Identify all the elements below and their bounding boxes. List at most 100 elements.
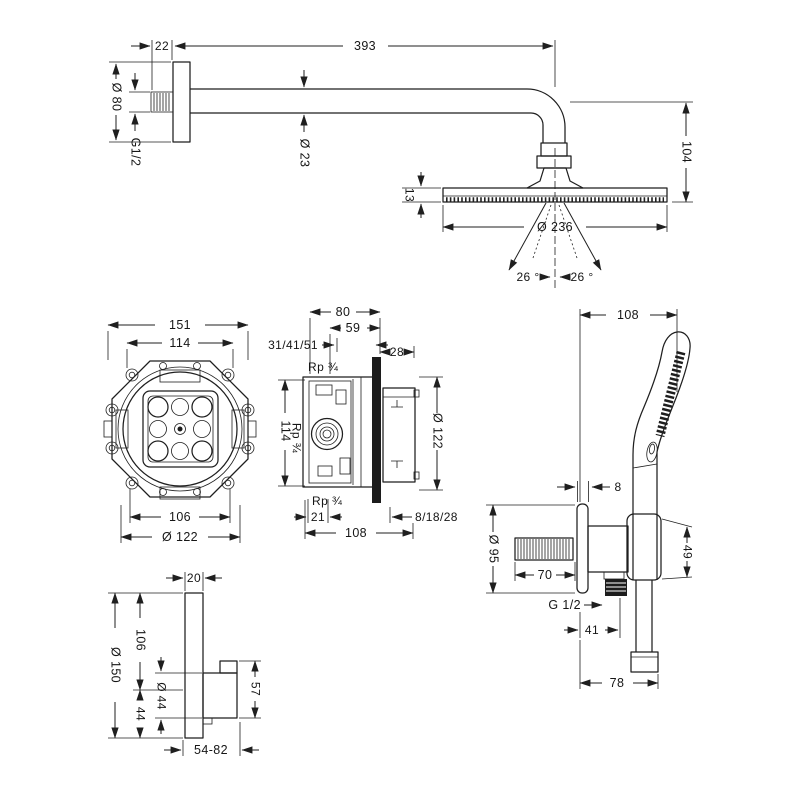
dim-spray-angle-left-label: 26 °	[516, 270, 539, 284]
bracket-wall-plate	[576, 503, 589, 594]
dim-trim-plate-diameter-label: Ø 150	[109, 647, 123, 683]
dim-arm-thread-label: G1/2	[129, 138, 143, 167]
dim-spray-angles: 26 ° 26 °	[516, 270, 593, 284]
view-ibox-side: 80 59 31/41/51 28 114	[268, 305, 458, 540]
dim-head-thickness: 13	[402, 172, 441, 218]
trim-knob	[202, 660, 238, 725]
protective-cover	[382, 387, 420, 483]
view-handshower-set: 108 8 Ø 95 70 49	[486, 308, 695, 690]
wall-flange	[172, 61, 191, 143]
dim-head-drop: 104	[570, 101, 694, 203]
dim-arm-diameter-label: Ø 23	[298, 139, 312, 168]
dim-rod-length: 70	[514, 562, 576, 582]
dim-trim-lower-height-label: 44	[134, 707, 148, 721]
thread-mid-label: Rp ¾	[290, 423, 304, 454]
view-trim-side: 20 Ø 150 106 44 Ø 44	[108, 571, 263, 757]
dim-port-offset: 21	[294, 499, 342, 524]
dim-overall-width-label: 151	[169, 318, 191, 332]
dim-holder-height: 49	[661, 518, 695, 580]
dim-lower-width-label: 106	[169, 510, 191, 524]
trim-plate	[184, 592, 204, 739]
bracket-body	[587, 525, 629, 573]
dim-trim-depth-range-label: 54-82	[194, 743, 228, 757]
dim-hose-thread-label: G 1/2	[548, 598, 581, 612]
dim-install-depth-range: 31/41/51	[268, 338, 388, 352]
ibox-function-block	[142, 390, 219, 468]
thread-nipple	[150, 91, 174, 113]
dim-head-diameter: Ø 236	[442, 205, 668, 234]
dim-depth-to-plate-label: 59	[346, 321, 361, 335]
dim-projection-label: 108	[617, 308, 639, 322]
dim-cover-depth: 28	[379, 345, 415, 359]
ibox-body-side	[302, 376, 374, 488]
dim-knob-height-label: 57	[249, 682, 263, 696]
dim-front-diameter-label: Ø 122	[162, 530, 198, 544]
dim-wall-offset-label: 22	[155, 39, 169, 53]
dim-knob-diameter: Ø 44	[155, 657, 202, 734]
dim-arm-thread: G1/2	[129, 73, 150, 167]
dim-depth-to-plate: 59	[329, 321, 381, 374]
dim-head-drop-label: 104	[680, 141, 694, 163]
thread-bottom-label: Rp ¾	[312, 494, 343, 508]
dim-protrusion-range: 8/18/28	[389, 507, 458, 524]
dim-trim-upper-height: 106	[133, 592, 183, 691]
holder-clamp	[626, 513, 662, 581]
dim-total-depth: 108	[304, 500, 414, 540]
ibox-o-ring	[122, 371, 238, 487]
dim-total-depth-label: 108	[345, 526, 367, 540]
ibox-outer-ring	[117, 366, 243, 492]
shower-arm	[190, 88, 566, 143]
dim-cover-depth-label: 28	[390, 345, 404, 359]
dim-arm-length: 393	[175, 39, 556, 87]
dim-side-diameter-label: Ø 122	[431, 413, 445, 449]
dim-plate-thickness: 8	[557, 480, 621, 502]
dim-knob-diameter-label: Ø 44	[155, 682, 169, 710]
dim-bracket-depth: 78	[579, 640, 659, 690]
dim-install-depth-range-label: 31/41/51	[268, 338, 318, 352]
dim-head-diameter-label: Ø 236	[537, 220, 573, 234]
view-ibox-front: 151 114 106 Ø 122	[103, 318, 257, 544]
spray-face	[655, 350, 686, 438]
dim-plate-thickness-label: 8	[614, 480, 621, 494]
shower-hose	[630, 580, 659, 673]
dim-holder-height-label: 49	[681, 545, 695, 559]
thread-top-label: Rp ¾	[308, 360, 339, 374]
dim-side-height-label: 114	[279, 420, 293, 441]
dim-flange-diameter-hs-label: Ø 95	[487, 535, 501, 564]
dim-knob-height: 57	[239, 660, 263, 719]
dim-depth-label: 80	[336, 305, 351, 319]
dim-front-diameter: Ø 122	[120, 505, 241, 544]
ibox-octagon-housing	[111, 360, 249, 498]
dim-bolt-width: 114	[126, 336, 234, 368]
dim-trim-lower-height: 44	[134, 689, 148, 739]
dim-lower-width: 106	[129, 489, 231, 524]
dim-flange-diameter-label: Ø 80	[110, 83, 124, 112]
threaded-rod	[514, 537, 574, 561]
hose-connector-thread	[605, 579, 627, 596]
dim-hose-thread: G 1/2	[548, 598, 603, 612]
dim-arm-length-label: 393	[354, 39, 376, 53]
dim-rod-length-label: 70	[538, 568, 553, 582]
ibox-screw-bosses	[105, 362, 255, 496]
spray-cone	[508, 148, 602, 290]
wall-outlet-bracket	[514, 503, 662, 596]
dim-side-diameter: Ø 122	[419, 376, 445, 491]
dim-flange-diameter: Ø 80	[109, 61, 171, 143]
dim-trim-plate-diameter: Ø 150	[108, 592, 183, 739]
inlet-port-rings	[310, 417, 344, 451]
dim-trim-upper-height-label: 106	[134, 629, 148, 651]
dim-bolt-width-label: 114	[169, 336, 190, 350]
hose-nut	[630, 651, 659, 673]
handle-logo-button	[646, 441, 658, 463]
dim-side-height: 114	[278, 379, 305, 487]
dim-trim-plate-thickness-label: 20	[187, 571, 201, 585]
dim-projection: 108	[579, 308, 678, 502]
dim-protrusion-range-label: 8/18/28	[415, 510, 458, 524]
dim-hose-offset-label: 41	[585, 623, 599, 637]
ibox-fixing-pads	[103, 369, 257, 500]
view-overhead-shower: 22 393 Ø 80 G1/2 Ø 23	[109, 39, 694, 290]
dim-port-offset-label: 21	[311, 510, 325, 524]
dim-hose-offset: 41	[564, 598, 621, 638]
